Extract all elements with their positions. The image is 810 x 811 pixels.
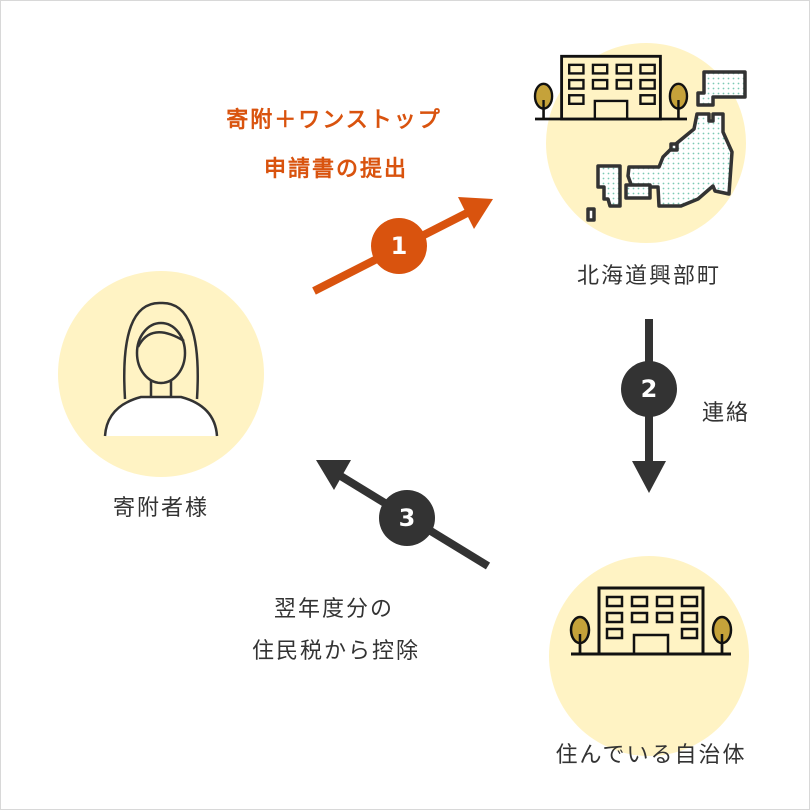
step-2-badge	[621, 361, 677, 417]
step-1-number: 1	[391, 232, 408, 260]
step-3-label-line-1: 翌年度分の	[273, 597, 395, 622]
step-2-label: 連絡	[701, 401, 751, 426]
step-3-badge	[379, 490, 435, 546]
step-2-arrow: 2	[621, 319, 677, 493]
step-1-badge	[371, 218, 427, 274]
home-node	[549, 556, 749, 756]
step-1-label-line-1: 寄附＋ワンストップ	[226, 108, 442, 133]
japan-map-icon	[586, 70, 747, 222]
town-node	[533, 43, 747, 243]
donor-node	[58, 271, 264, 477]
step-1-label-line-2: 申請書の提出	[263, 157, 409, 182]
home-circle	[549, 556, 749, 756]
step-3-number: 3	[399, 504, 416, 532]
step-3-arrow: 3	[316, 460, 491, 570]
step-1-arrow: 1	[312, 197, 493, 295]
donor-label: 寄附者様	[112, 496, 210, 521]
step-2-number: 2	[641, 375, 658, 403]
town-label: 北海道興部町	[576, 264, 722, 289]
step-3-label-line-2: 住民税から控除	[251, 639, 421, 664]
home-municipality-label: 住んでいる自治体	[555, 743, 747, 768]
person-icon	[103, 301, 219, 437]
